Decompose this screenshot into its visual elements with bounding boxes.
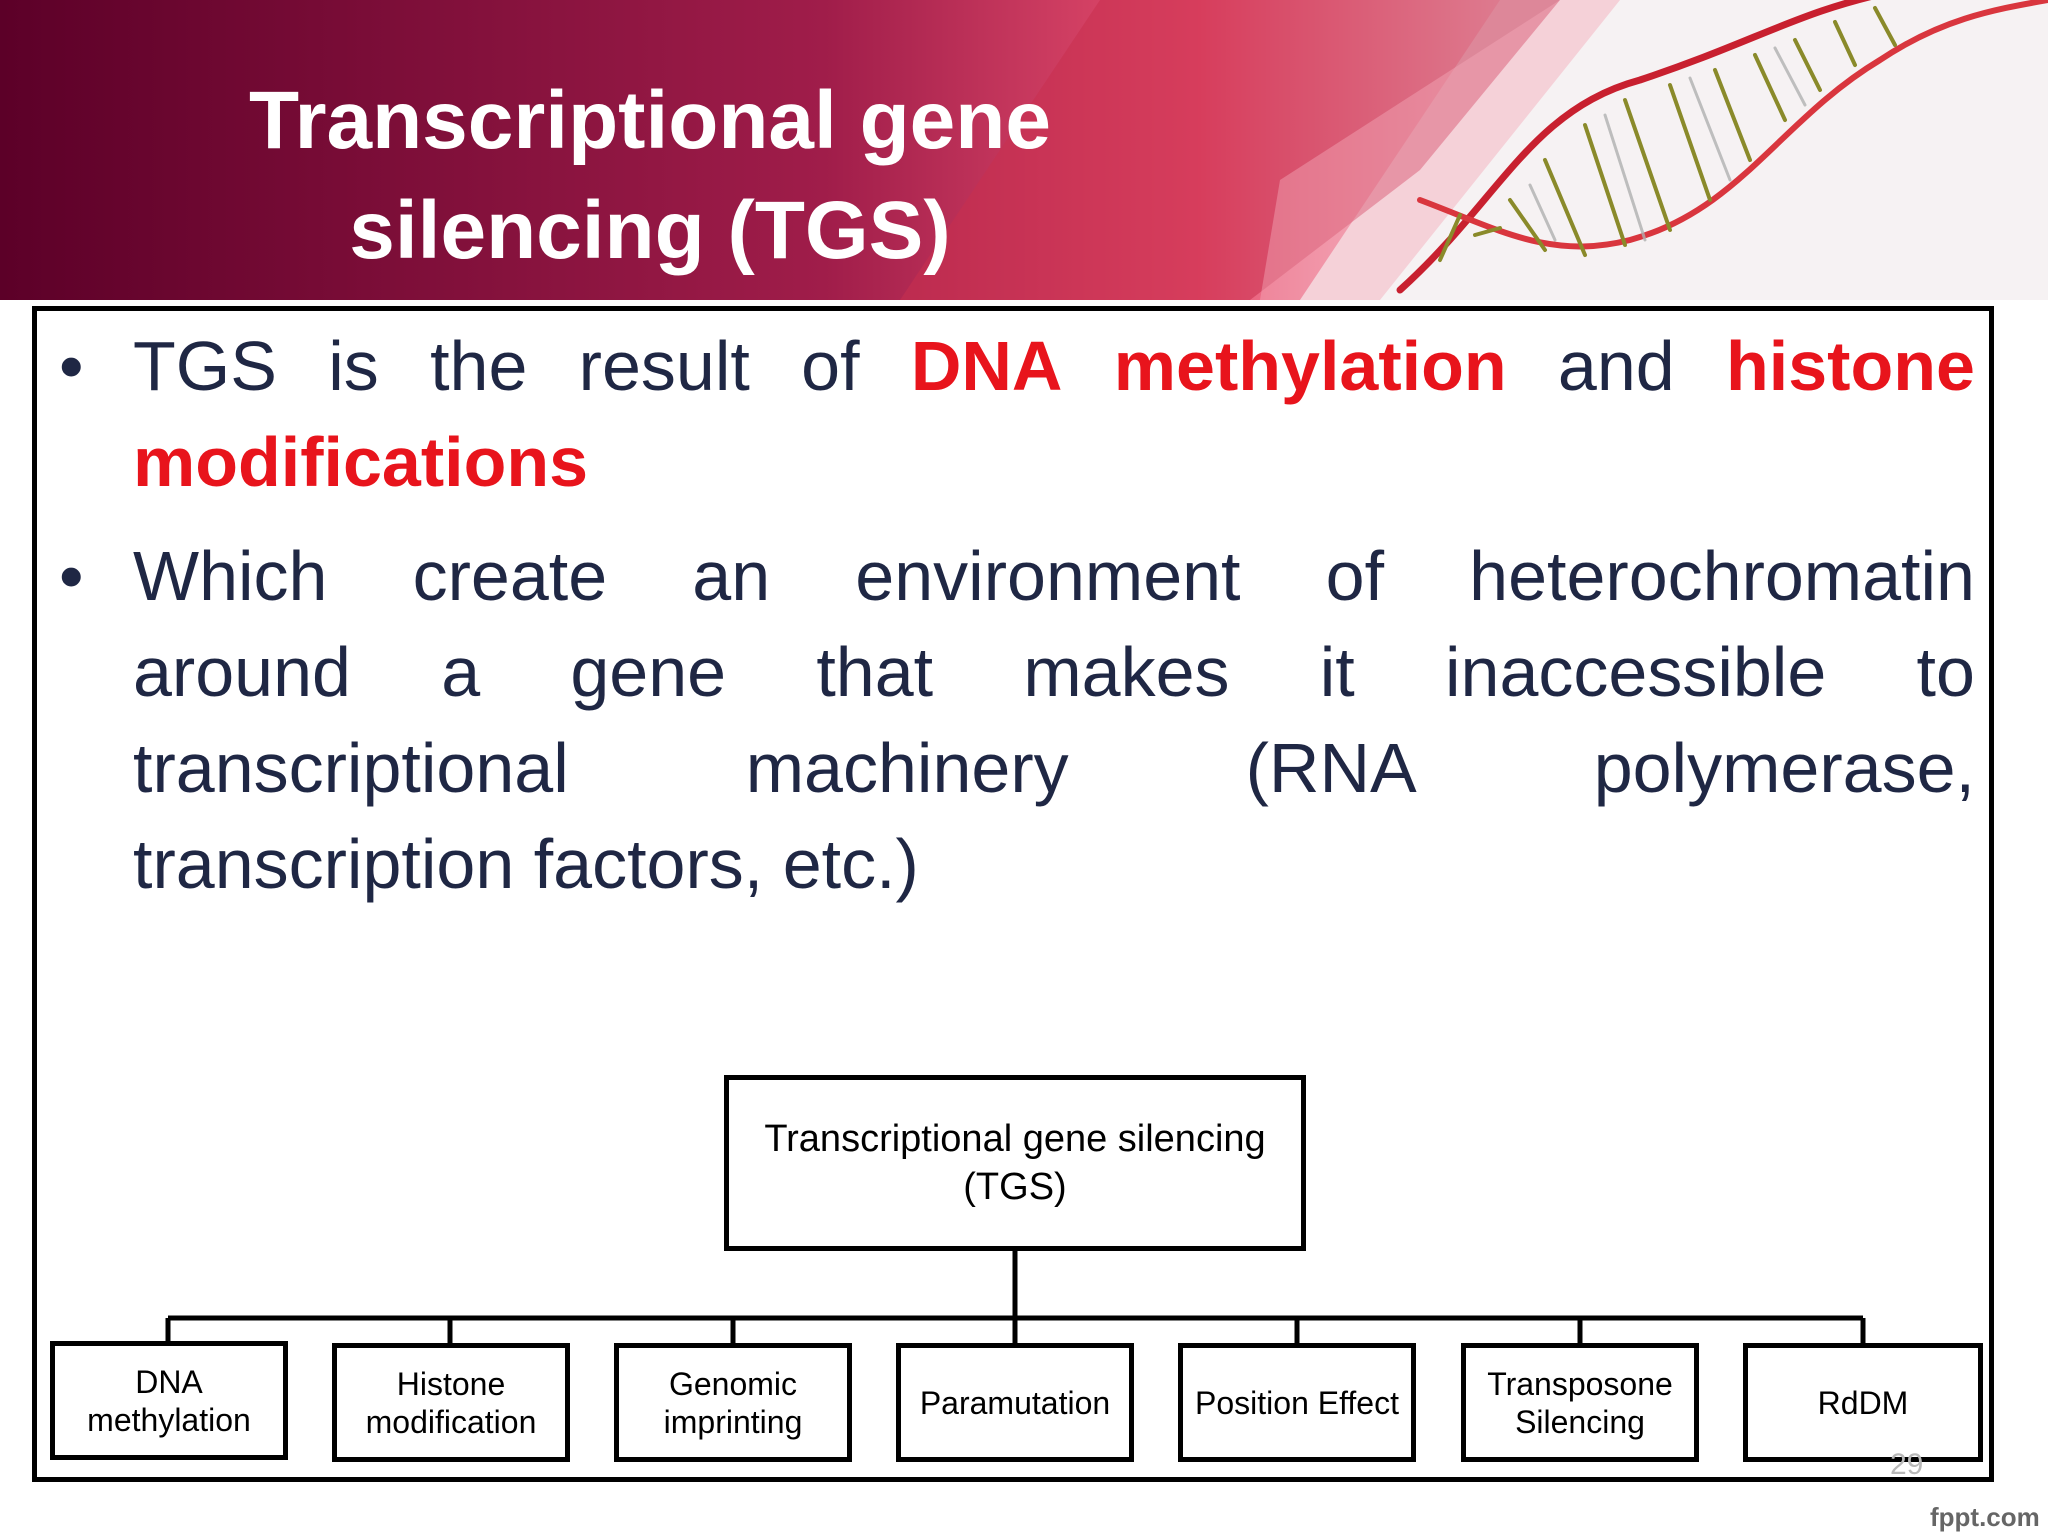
node-label-line-1: Transposone [1487, 1365, 1673, 1402]
bullet-2-line-2: around a gene that makes it inaccessible… [133, 624, 1975, 720]
child-node-histone-modification: Histone modification [332, 1343, 570, 1462]
slide-title: Transcriptional gene silencing (TGS) [140, 66, 1160, 286]
title-banner [0, 0, 2048, 300]
root-label-line-1: Transcriptional gene silencing [764, 1118, 1266, 1160]
node-label-line-1: Genomic [668, 1365, 798, 1402]
child-node-paramutation: Paramutation [896, 1343, 1134, 1462]
word: that [816, 633, 934, 711]
child-node-rddm: RdDM [1743, 1343, 1983, 1462]
word: of [801, 327, 860, 405]
node-label-line-1: Position Effect [1195, 1384, 1399, 1421]
bullet-dot: • [59, 327, 84, 405]
word: a [441, 633, 481, 711]
highlight-word: methylation [1113, 327, 1507, 405]
word: and [1557, 327, 1675, 405]
highlight-word: DNA [910, 327, 1063, 405]
highlight-word: histone [1726, 327, 1975, 405]
node-label-line-2: methylation [87, 1401, 251, 1438]
word: it [1319, 633, 1355, 711]
child-node-genomic-imprinting: Genomic imprinting [614, 1343, 852, 1462]
word: result [578, 327, 750, 405]
root-label-line-2: (TGS) [963, 1166, 1067, 1208]
node-label-line-2: Silencing [1515, 1403, 1645, 1440]
root-node-tgs: Transcriptional gene silencing (TGS) [724, 1075, 1306, 1251]
word: around [133, 633, 351, 711]
node-label-line-1: Paramutation [919, 1384, 1111, 1421]
word: the [430, 327, 528, 405]
dna-helix-image [1396, 0, 2048, 294]
word: polymerase, [1593, 729, 1975, 807]
word: environment [855, 537, 1241, 615]
child-node-dna-methylation: DNA methylation [50, 1341, 288, 1460]
bullet-1-line-2: modifications [133, 423, 589, 501]
child-node-position-effect: Position Effect [1178, 1343, 1416, 1462]
word: an [692, 537, 771, 615]
word: inaccessible [1444, 633, 1827, 711]
node-label-line-2: imprinting [663, 1403, 803, 1440]
word: makes [1023, 633, 1230, 711]
bullet-2-line-4: transcription factors, etc.) [133, 825, 919, 903]
word: Which [133, 537, 328, 615]
word: machinery [745, 729, 1069, 807]
word: to [1916, 633, 1975, 711]
node-label-line-2: modification [365, 1403, 537, 1440]
word: TGS [133, 327, 277, 405]
bullet-2-line-1: Which create an environment of heterochr… [133, 528, 1975, 624]
word: heterochromatin [1469, 537, 1975, 615]
bullet-2-line-3: transcriptional machinery (RNA polymeras… [133, 720, 1975, 816]
bullet-1: • TGS is the result of DNA methylation a… [59, 318, 1975, 510]
node-label-line-1: DNA [135, 1363, 203, 1400]
child-node-transposone-silencing: Transposone Silencing [1461, 1343, 1699, 1462]
word: create [412, 537, 608, 615]
word: is [328, 327, 379, 405]
word: gene [570, 633, 727, 711]
word: of [1325, 537, 1385, 615]
word: transcriptional [133, 729, 569, 807]
title-line-1: Transcriptional gene [249, 75, 1051, 166]
node-label-line-1: RdDM [1817, 1384, 1909, 1421]
page-number: 29 [1890, 1448, 1924, 1481]
bullet-dot: • [59, 537, 84, 615]
word: (RNA [1245, 729, 1417, 807]
bullet-1-line-1: TGS is the result of DNA methylation and… [133, 318, 1975, 414]
title-line-2: silencing (TGS) [349, 185, 951, 276]
brand-watermark: fppt.com [1930, 1502, 2040, 1532]
bullet-2: • Which create an environment of heteroc… [59, 528, 1975, 912]
node-label-line-1: Histone [396, 1365, 506, 1402]
